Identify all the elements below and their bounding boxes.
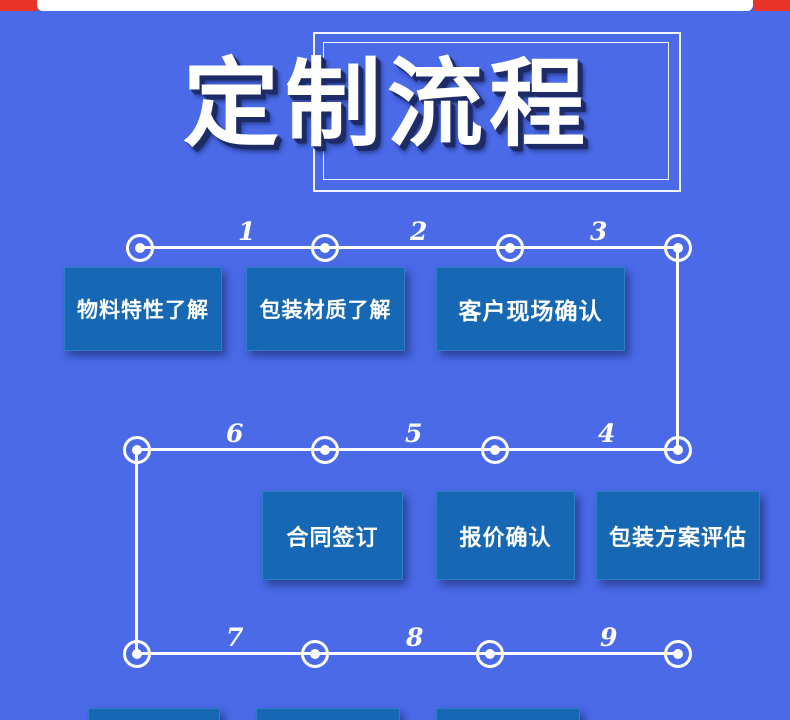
step-label: 物料特性了解 xyxy=(77,299,209,322)
node-dot xyxy=(673,445,683,455)
flow-node xyxy=(123,436,151,464)
flow-node xyxy=(664,436,692,464)
node-dot xyxy=(485,649,495,659)
step-box-packaging-material: 包装材质了解 xyxy=(246,267,405,351)
node-dot xyxy=(132,445,142,455)
flow-node xyxy=(476,640,504,668)
flow-line-left-vertical xyxy=(135,448,138,656)
step-number-6: 6 xyxy=(226,419,244,448)
step-label: 合同签订 xyxy=(286,524,379,550)
flow-node xyxy=(311,234,339,262)
flow-node xyxy=(301,640,329,668)
step-label: 报价确认 xyxy=(459,524,552,550)
flow-node xyxy=(481,436,509,464)
node-dot xyxy=(310,649,320,659)
node-dot xyxy=(135,243,145,253)
step-box-contract-signing: 合同签订 xyxy=(262,491,403,580)
step-number-5: 5 xyxy=(405,419,423,448)
node-dot xyxy=(490,445,500,455)
page-title: 定制流程 xyxy=(183,51,591,158)
top-bar-white-center xyxy=(37,0,753,11)
step-number-4: 4 xyxy=(598,419,616,448)
step-label: 包装方案评估 xyxy=(608,524,747,550)
flow-line-row3 xyxy=(137,652,678,655)
node-dot xyxy=(320,445,330,455)
top-bar-red-right xyxy=(753,0,790,11)
flow-node xyxy=(123,640,151,668)
step-label: 客户现场确认 xyxy=(458,298,603,324)
step-number-8: 8 xyxy=(406,623,424,652)
flow-line-row1 xyxy=(140,246,678,249)
flow-node xyxy=(664,234,692,262)
node-dot xyxy=(673,649,683,659)
node-dot xyxy=(132,649,142,659)
step-box-packaging-plan-evaluation: 包装方案评估 xyxy=(596,491,760,580)
node-dot xyxy=(320,243,330,253)
step-box-quotation-confirmation: 报价确认 xyxy=(436,491,575,580)
node-dot xyxy=(673,243,683,253)
flow-node xyxy=(664,640,692,668)
step-box-site-confirmation: 客户现场确认 xyxy=(436,267,625,351)
step-number-2: 2 xyxy=(410,217,428,246)
flow-node xyxy=(496,234,524,262)
title-frame-outer xyxy=(313,32,681,192)
flow-line-right-vertical xyxy=(676,246,679,452)
flow-line-row2 xyxy=(137,448,678,451)
node-dot xyxy=(505,243,515,253)
top-bar xyxy=(0,0,790,11)
flow-node xyxy=(311,436,339,464)
step-number-7: 7 xyxy=(226,623,244,652)
step-box-9 xyxy=(436,708,580,720)
title-frame-inner xyxy=(323,42,669,180)
step-box-material-properties: 物料特性了解 xyxy=(64,267,222,351)
step-number-3: 3 xyxy=(590,217,608,246)
flow-node xyxy=(126,234,154,262)
step-number-9: 9 xyxy=(600,623,618,652)
step-box-7 xyxy=(88,708,220,720)
step-box-8 xyxy=(256,708,400,720)
step-label: 包装材质了解 xyxy=(259,299,392,322)
top-bar-red-left xyxy=(0,0,37,11)
step-number-1: 1 xyxy=(238,217,256,246)
